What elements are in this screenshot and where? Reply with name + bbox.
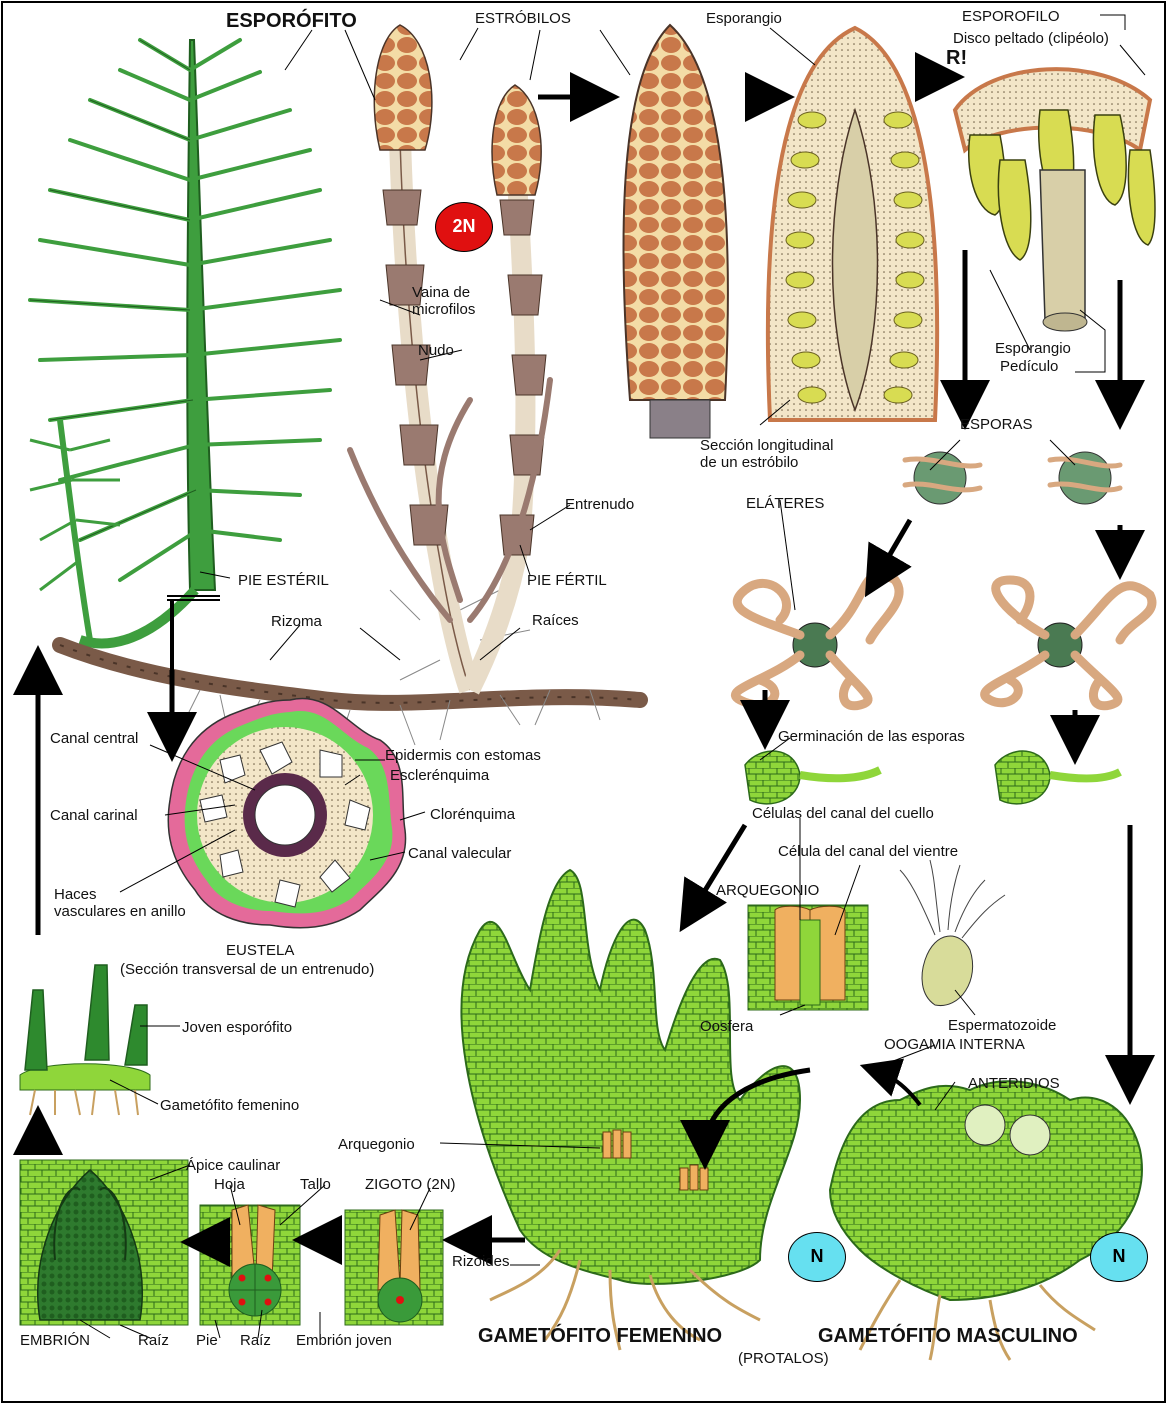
label-rizoides: Rizoides <box>452 1253 510 1270</box>
label-vaina: Vaina de microfilos <box>412 284 475 318</box>
label-rizoma: Rizoma <box>271 613 322 630</box>
label-anteridios: ANTERIDIOS <box>968 1075 1060 1092</box>
elaters-drawing <box>735 575 1152 706</box>
label-esporangio: Esporangio <box>995 340 1071 357</box>
label-estrobilos: ESTRÓBILOS <box>475 10 571 27</box>
germinating-spores-drawing <box>745 751 1120 804</box>
label-esporofito: ESPORÓFITO <box>226 10 357 32</box>
label-disco-peltado: Disco peltado (clipéolo) <box>953 30 1109 47</box>
label-nudo: Nudo <box>418 342 454 359</box>
label-haces: Haces vasculares en anillo <box>54 886 186 920</box>
label-pediculo: Pedículo <box>1000 358 1058 375</box>
label-tallo: Tallo <box>300 1176 331 1193</box>
label-seccion-long: Sección longitudinal de un estróbilo <box>700 437 833 471</box>
label-elateres: ELÁTERES <box>746 495 824 512</box>
label-pie-esteril: PIE ESTÉRIL <box>238 572 329 589</box>
label-embrion: EMBRIÓN <box>20 1332 90 1349</box>
label-joven-esporofito: Joven esporófito <box>182 1019 292 1036</box>
label-eustela: EUSTELA <box>226 942 294 959</box>
ploidy-badge-n-female: N <box>788 1232 846 1282</box>
label-oosfera: Oosfera <box>700 1018 753 1035</box>
label-gametofito-fem-small: Gametófito femenino <box>160 1097 299 1114</box>
antheridium-2 <box>1010 1115 1050 1155</box>
label-celulas-cuello: Células del canal del cuello <box>752 805 934 822</box>
label-espermatozoide: Espermatozoide <box>948 1017 1056 1034</box>
label-raiz-1: Raíz <box>138 1332 169 1349</box>
label-entrenudo: Entrenudo <box>565 496 634 513</box>
label-esporas: ESPORAS <box>960 416 1033 433</box>
young-sporophyte-drawing <box>20 965 150 1115</box>
label-raices: Raíces <box>532 612 579 629</box>
label-gametofito-femenino: GAMETÓFITO FEMENINO <box>478 1325 722 1347</box>
eustele-cross-section <box>168 698 405 927</box>
strobilus-small-2 <box>492 85 541 195</box>
label-r-mark: R! <box>946 47 967 69</box>
label-gametofito-masculino: GAMETÓFITO MASCULINO <box>818 1325 1078 1347</box>
strobilus-base <box>650 400 710 438</box>
label-oogamia: OOGAMIA INTERNA <box>884 1036 1025 1053</box>
label-canal-valecular: Canal valecular <box>408 845 511 862</box>
label-zigoto: ZIGOTO (2N) <box>365 1176 456 1193</box>
label-pie-fertil: PIE FÉRTIL <box>527 572 607 589</box>
label-canal-central: Canal central <box>50 730 138 747</box>
pedicel <box>1040 170 1085 320</box>
ploidy-badge-2n: 2N <box>435 202 493 252</box>
label-arquegonio: Arquegonio <box>338 1136 415 1153</box>
label-esclerenquima: Esclerénquima <box>390 767 489 784</box>
label-celula-vientre: Célula del canal del vientre <box>778 843 958 860</box>
label-protalos: (PROTALOS) <box>738 1350 829 1367</box>
label-eustela-sub: (Sección transversal de un entrenudo) <box>120 961 374 978</box>
label-epidermis: Epidermis con estomas <box>385 747 541 764</box>
label-hoja: Hoja <box>214 1176 245 1193</box>
label-raiz-2: Raíz <box>240 1332 271 1349</box>
label-embrion-joven: Embrión joven <box>296 1332 392 1349</box>
label-esporofilo: ESPOROFILO <box>962 8 1060 25</box>
rhizome-drawing <box>60 645 640 703</box>
ploidy-badge-n-male: N <box>1090 1232 1148 1282</box>
label-arquegonio-cap: ARQUEGONIO <box>716 882 819 899</box>
strobilus-large <box>623 25 727 400</box>
label-germinacion: Germinación de las esporas <box>778 728 965 745</box>
label-pie: Pie <box>196 1332 218 1349</box>
spermatozoid-drawing <box>900 860 1005 1006</box>
label-canal-carinal: Canal carinal <box>50 807 138 824</box>
label-clorenquima: Clorénquima <box>430 806 515 823</box>
label-apice: Ápice caulinar <box>186 1157 280 1174</box>
antheridium-1 <box>965 1105 1005 1145</box>
strobilus-small-1 <box>374 25 432 150</box>
label-esporangio-top: Esporangio <box>706 10 782 27</box>
spores-drawing <box>905 452 1120 504</box>
sterile-stem-drawing <box>30 40 340 643</box>
